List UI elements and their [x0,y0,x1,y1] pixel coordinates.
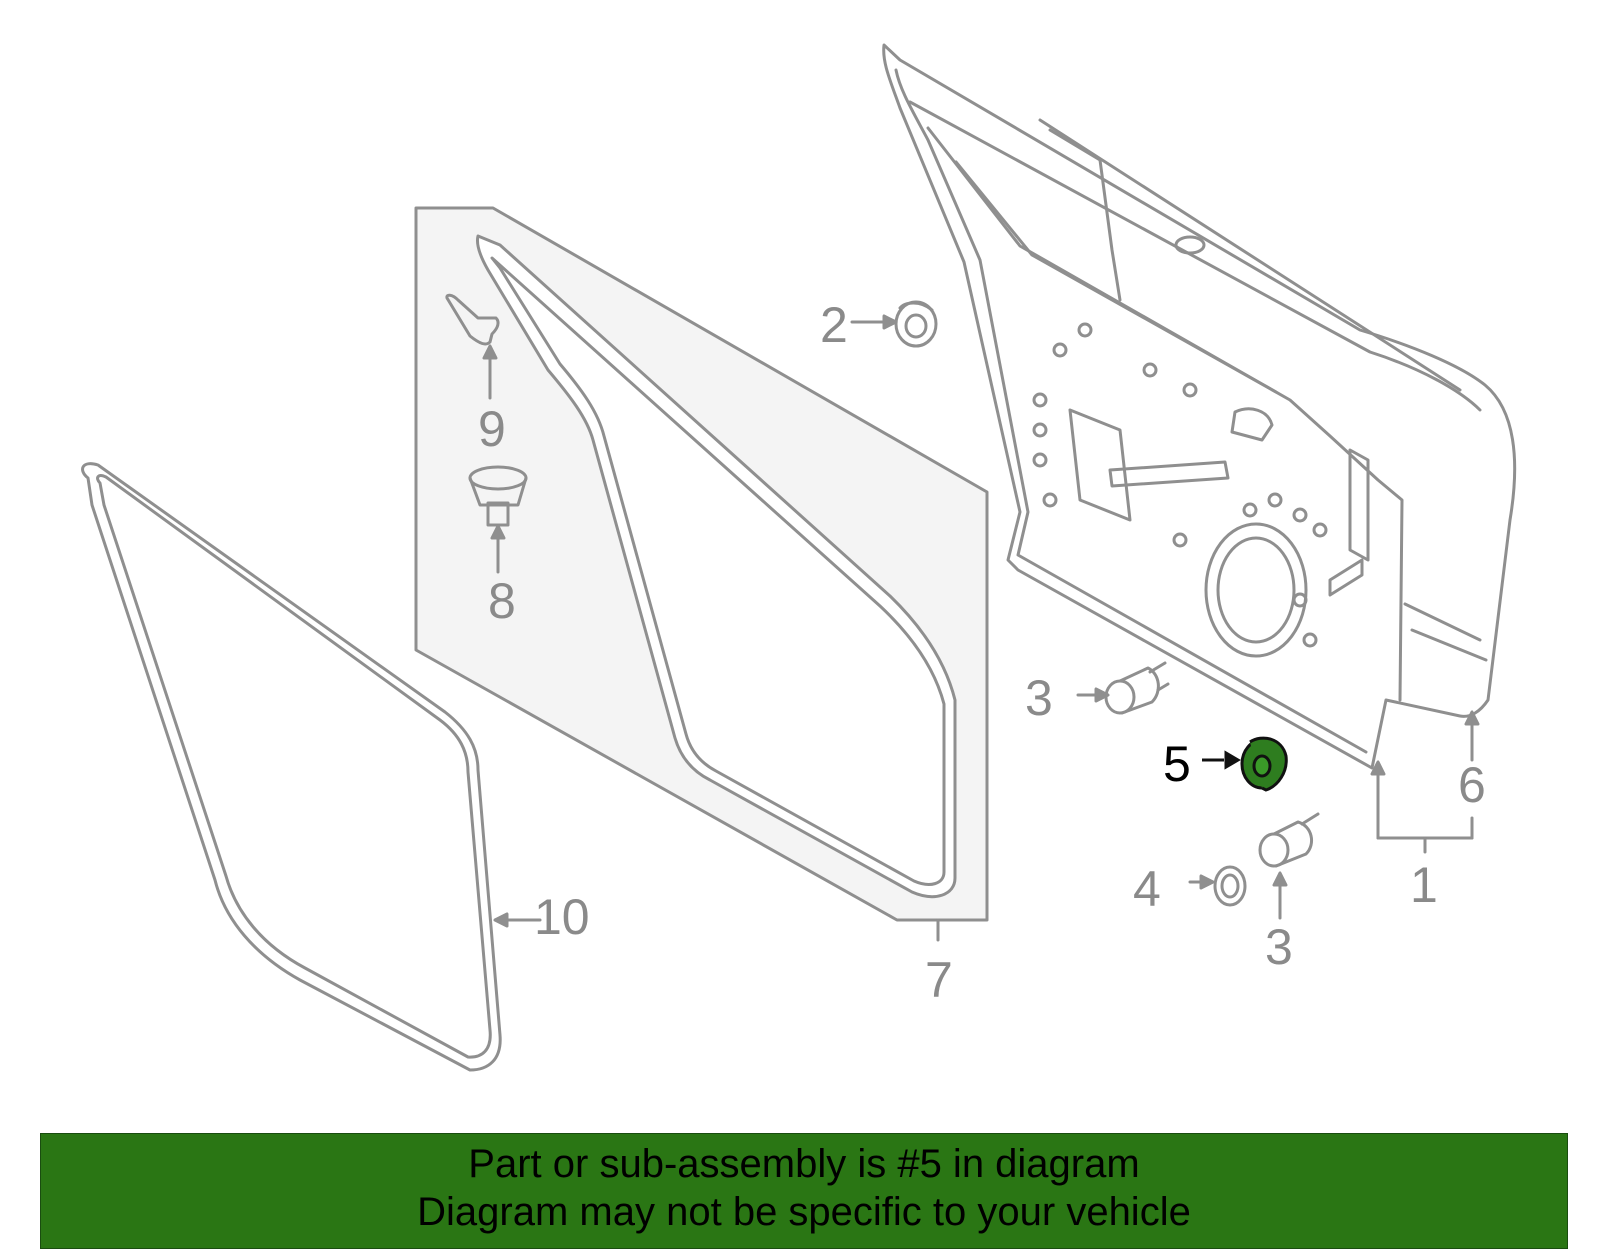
part-3-upper-pin [1076,661,1170,715]
info-banner: Part or sub-assembly is #5 in diagram Di… [40,1133,1568,1249]
banner-line-2: Diagram may not be specific to your vehi… [417,1190,1191,1234]
callout-3-lower: 3 [1265,919,1293,975]
callout-7: 7 [925,952,953,1008]
banner-line-1: Part or sub-assembly is #5 in diagram [468,1142,1140,1186]
callout-4: 4 [1133,861,1161,917]
parts-diagram [81,43,1517,1072]
callout-1: 1 [1410,857,1438,913]
callout-9: 9 [478,401,506,457]
part-2-grommet [850,300,938,348]
callout-5[interactable]: 5 [1163,736,1191,792]
part-10-weatherstrip [81,462,502,1072]
part-3-lower-pin [1258,812,1320,920]
part-10-leader [493,912,542,928]
callout-2: 2 [820,297,848,353]
part-4-washer [1188,865,1247,907]
callout-6: 6 [1458,757,1486,813]
callout-3-upper: 3 [1025,670,1053,726]
part-8-clip [468,465,528,574]
part-1-door-shell [882,43,1517,854]
callout-10: 10 [534,889,590,945]
callout-8: 8 [488,573,516,629]
part-7-seal-panel [414,206,989,942]
part-5-highlighted [1202,736,1288,792]
part-9-clip [445,293,500,400]
